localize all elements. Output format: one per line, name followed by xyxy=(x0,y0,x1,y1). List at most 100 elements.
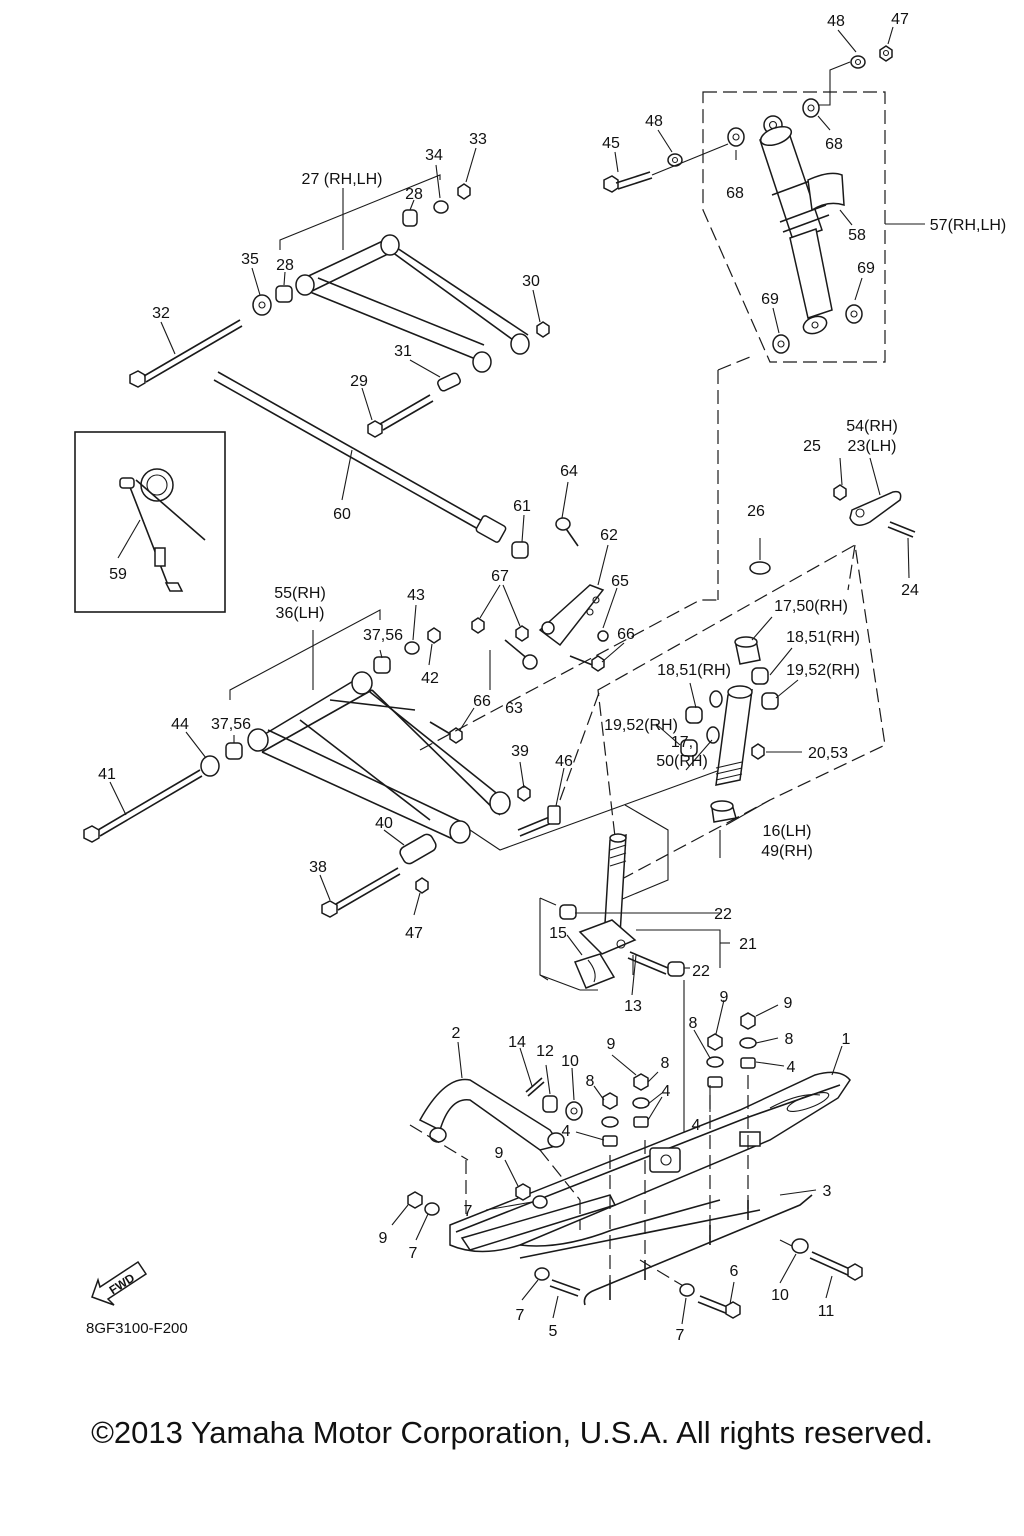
callout-4b: 4 xyxy=(662,1083,671,1100)
tie-rod-links xyxy=(429,517,609,744)
callout-44: 44 xyxy=(171,716,189,733)
callout-68b: 68 xyxy=(825,136,843,153)
callout-7d: 7 xyxy=(676,1327,685,1344)
callout-37b: 37,56 xyxy=(211,716,251,733)
callout-54: 54(RH) xyxy=(846,418,898,435)
callout-59: 59 xyxy=(109,566,127,583)
callout-66a: 66 xyxy=(617,626,635,643)
callout-11: 11 xyxy=(818,1303,835,1320)
callout-4c: 4 xyxy=(562,1123,571,1140)
callout-9e: 9 xyxy=(379,1230,388,1247)
callout-46: 46 xyxy=(555,753,573,770)
callout-42: 42 xyxy=(421,670,439,687)
callout-28a: 28 xyxy=(405,186,423,203)
callout-21: 21 xyxy=(739,936,757,953)
callout-10a: 10 xyxy=(561,1053,579,1070)
callout-4d: 4 xyxy=(692,1117,701,1134)
callout-68a: 68 xyxy=(726,185,744,202)
callout-8d: 8 xyxy=(586,1073,595,1090)
callout-22a: 22 xyxy=(714,906,732,923)
callout-26: 26 xyxy=(747,503,765,520)
shock-absorber-assembly xyxy=(603,45,925,363)
inset-tool-59 xyxy=(74,431,226,613)
callout-17a: 17,50(RH) xyxy=(774,598,848,615)
lower-arm-assembly xyxy=(83,609,721,918)
fwd-arrow-icon: FWD xyxy=(91,1260,148,1306)
callout-25: 25 xyxy=(803,438,821,455)
callout-14: 14 xyxy=(508,1034,526,1051)
callout-37a: 37,56 xyxy=(363,627,403,644)
callout-7c: 7 xyxy=(516,1307,525,1324)
callout-10b: 10 xyxy=(771,1287,789,1304)
callout-19b: 19,52(RH) xyxy=(604,717,678,734)
callout-3: 3 xyxy=(823,1183,832,1200)
callout-61: 61 xyxy=(513,498,531,515)
callout-9a: 9 xyxy=(720,989,729,1006)
callout-16: 16(LH) xyxy=(763,823,812,840)
diagram-code: 8GF3100-F200 xyxy=(86,1320,188,1337)
callout-32: 32 xyxy=(152,305,170,322)
callout-47a: 47 xyxy=(891,11,909,28)
callout-18b: 18,51(RH) xyxy=(657,662,731,679)
callout-18a: 18,51(RH) xyxy=(786,629,860,646)
callout-55: 55(RH) xyxy=(274,585,326,602)
callout-5: 5 xyxy=(549,1323,558,1340)
steering-arm xyxy=(833,484,916,538)
callout-30: 30 xyxy=(522,273,540,290)
callout-49: 49(RH) xyxy=(761,843,813,860)
callout-24: 24 xyxy=(901,582,919,599)
callout-9d: 9 xyxy=(495,1145,504,1162)
callout-38: 38 xyxy=(309,859,327,876)
callout-57: 57(RH,LH) xyxy=(930,217,1006,234)
callout-1: 1 xyxy=(842,1031,851,1048)
callout-50b: 50(RH) xyxy=(656,753,708,770)
callout-6: 6 xyxy=(730,1263,739,1280)
callout-22b: 22 xyxy=(692,963,710,980)
callout-8b: 8 xyxy=(785,1031,794,1048)
callout-63: 63 xyxy=(505,700,523,717)
callout-47b: 47 xyxy=(405,925,423,942)
callout-65: 65 xyxy=(611,573,629,590)
shaft-60 xyxy=(213,371,529,559)
callout-15: 15 xyxy=(549,925,567,942)
callout-9c: 9 xyxy=(607,1036,616,1053)
ski-assembly xyxy=(407,1012,863,1319)
callout-19a: 19,52(RH) xyxy=(786,662,860,679)
callout-13: 13 xyxy=(624,998,642,1015)
callout-62: 62 xyxy=(600,527,618,544)
copyright-notice: ©2013 Yamaha Motor Corporation, U.S.A. A… xyxy=(91,1415,933,1450)
callout-64: 64 xyxy=(560,463,578,480)
callout-31: 31 xyxy=(394,343,412,360)
callout-23: 23(LH) xyxy=(848,438,897,455)
callout-4a: 4 xyxy=(787,1059,796,1076)
callout-67: 67 xyxy=(491,568,509,585)
callout-27: 27 (RH,LH) xyxy=(302,171,383,188)
callout-69b: 69 xyxy=(761,291,779,308)
callout-40: 40 xyxy=(375,815,393,832)
callout-48b: 48 xyxy=(645,113,663,130)
callout-2: 2 xyxy=(452,1025,461,1042)
callout-41: 41 xyxy=(98,766,116,783)
callout-8c: 8 xyxy=(661,1055,670,1072)
callout-43: 43 xyxy=(407,587,425,604)
callout-58: 58 xyxy=(848,227,866,244)
callout-39: 39 xyxy=(511,743,529,760)
callout-7a: 7 xyxy=(464,1203,473,1220)
callout-36: 36(LH) xyxy=(276,605,325,622)
callout-8a: 8 xyxy=(689,1015,698,1032)
callout-29: 29 xyxy=(350,373,368,390)
callout-69a: 69 xyxy=(857,260,875,277)
callout-66b: 66 xyxy=(473,693,491,710)
callout-48a: 48 xyxy=(827,13,845,30)
callout-45: 45 xyxy=(602,135,620,152)
callout-34: 34 xyxy=(425,147,443,164)
callout-17b: 17, xyxy=(671,734,693,751)
callout-20: 20,53 xyxy=(808,745,848,762)
upper-arm-assembly xyxy=(129,174,550,438)
callout-28b: 28 xyxy=(276,257,294,274)
callout-12: 12 xyxy=(536,1043,554,1060)
callout-35: 35 xyxy=(241,251,259,268)
